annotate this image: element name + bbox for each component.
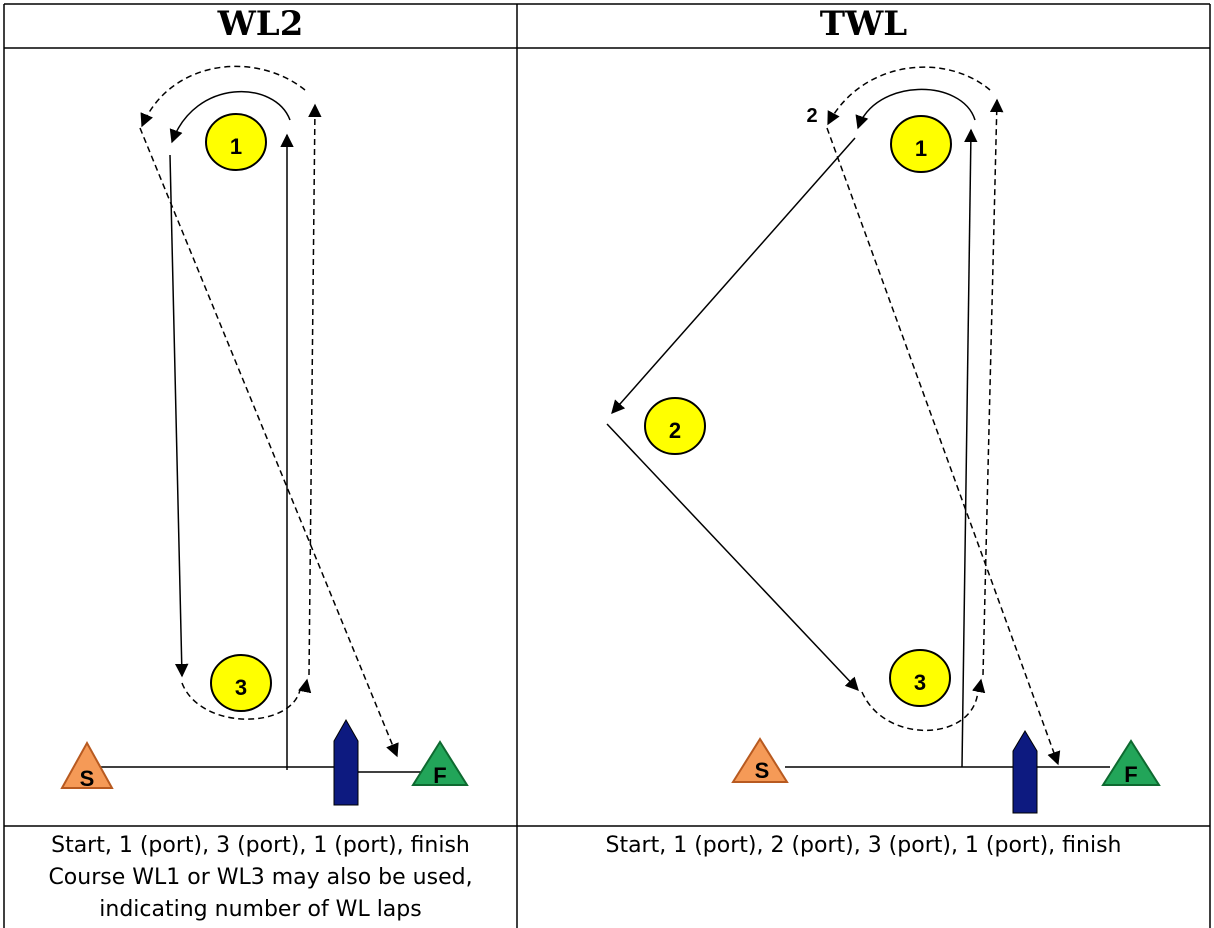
- twl-solid-route: [606, 88, 978, 768]
- twl-heading: TWL: [819, 4, 908, 44]
- twl-finish-pin: [1101, 739, 1161, 786]
- table-grid: [3, 3, 1211, 928]
- wl2-heading: WL2: [217, 4, 304, 44]
- twl-caption-line-1: Start, 1 (port), 2 (port), 3 (port), 1 (…: [605, 833, 1122, 858]
- wl2-caption-line-2: Course WL1 or WL3 may also be used,: [48, 865, 473, 890]
- twl-start-pin: [731, 737, 789, 783]
- wl2-mark-1: [205, 113, 267, 171]
- twl-course: 2 1 2 3 S F: [606, 66, 1161, 814]
- wl2-mark-3-label: 3: [235, 675, 247, 700]
- twl-mark-3: [889, 649, 951, 707]
- wl2-finish-pin: [411, 740, 469, 786]
- wl2-caption-line-1: Start, 1 (port), 3 (port), 1 (port), fin…: [51, 833, 470, 858]
- twl-mark-1: [890, 115, 952, 173]
- twl-caption: Start, 1 (port), 2 (port), 3 (port), 1 (…: [517, 830, 1210, 862]
- twl-start-label: S: [755, 758, 770, 783]
- twl-leg-2-label: 2: [806, 105, 817, 127]
- twl-dashed-route: [826, 66, 1061, 766]
- wl2-mark-3: [210, 654, 272, 712]
- twl-mark-2-label: 2: [669, 418, 681, 443]
- wl2-finish-label: F: [433, 763, 446, 788]
- wl2-start-label: S: [80, 766, 95, 791]
- wl2-start-pin: [60, 740, 114, 789]
- wl2-course: 1 3 S F: [60, 65, 469, 806]
- wl2-committee-boat: [333, 718, 359, 806]
- twl-committee-boat: [1012, 730, 1038, 814]
- twl-finish-label: F: [1124, 762, 1137, 787]
- wl2-caption-line-3: indicating number of WL laps: [99, 897, 422, 922]
- twl-mark-3-label: 3: [914, 670, 926, 695]
- twl-mark-2: [644, 397, 706, 455]
- wl2-solid-route: [169, 90, 294, 770]
- wl2-caption: Start, 1 (port), 3 (port), 1 (port), fin…: [4, 830, 517, 926]
- wl2-dashed-route: [139, 65, 399, 758]
- twl-mark-1-label: 1: [915, 136, 927, 161]
- wl2-mark-1-label: 1: [230, 134, 242, 159]
